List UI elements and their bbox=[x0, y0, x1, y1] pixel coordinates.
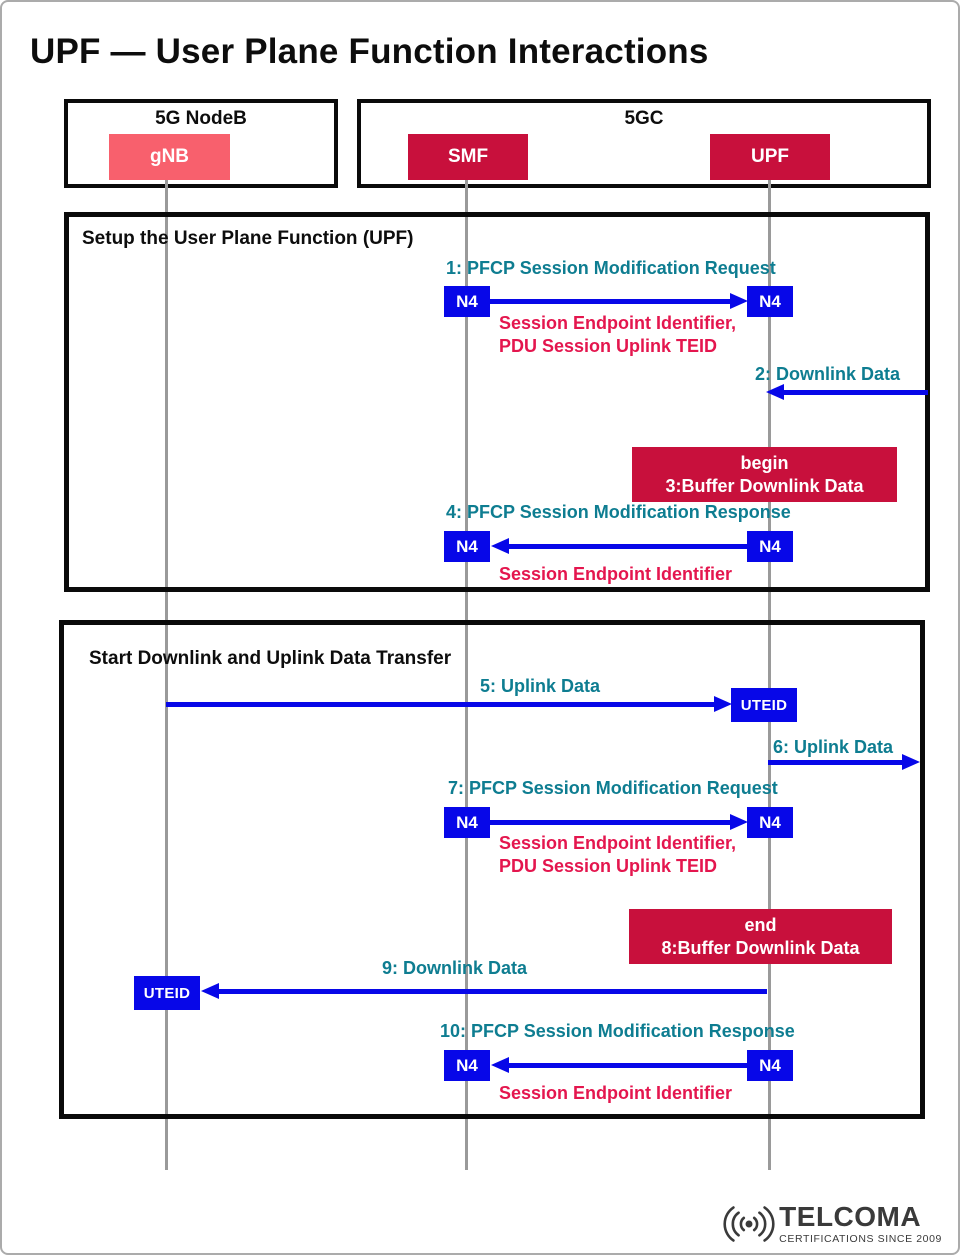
message-7-label: 7: PFCP Session Modification Request bbox=[448, 778, 778, 798]
actor-smf: SMF bbox=[408, 134, 528, 180]
message-10-arrowhead-icon bbox=[491, 1057, 509, 1073]
note-end-line1: end bbox=[744, 915, 777, 935]
note-end-line2: 8:Buffer Downlink Data bbox=[661, 937, 860, 958]
section-data-transfer bbox=[59, 620, 925, 1119]
message-9-arrowhead-icon bbox=[201, 983, 219, 999]
note-begin-buffer-downlink: begin 3:Buffer Downlink Data bbox=[632, 447, 897, 502]
radio-waves-icon bbox=[723, 1206, 775, 1242]
message-9-endpoint-uteid: UTEID bbox=[134, 976, 200, 1010]
note-begin-line1: begin bbox=[740, 453, 789, 473]
section-setup-upf bbox=[64, 212, 930, 592]
lifeline-smf bbox=[465, 180, 468, 1170]
message-7-param-line1: Session Endpoint Identifier, bbox=[499, 833, 737, 853]
message-7-param-line2: PDU Session Uplink TEID bbox=[499, 856, 718, 876]
group-label-5g-nodeb: 5G NodeB bbox=[155, 108, 247, 129]
message-9-arrow-line bbox=[218, 989, 767, 994]
message-7-arrowhead-icon bbox=[730, 814, 748, 830]
message-5-label: 5: Uplink Data bbox=[480, 676, 601, 696]
group-label-5gc: 5GC bbox=[624, 108, 664, 129]
message-10-port-smf: N4 bbox=[444, 1050, 490, 1081]
message-2-label: 2: Downlink Data bbox=[755, 364, 901, 384]
message-1-arrow-line bbox=[490, 299, 732, 304]
note-end-buffer-downlink: end 8:Buffer Downlink Data bbox=[629, 909, 892, 964]
message-1-port-smf: N4 bbox=[444, 286, 490, 317]
message-7-port-upf: N4 bbox=[747, 807, 793, 838]
message-1-arrowhead-icon bbox=[730, 293, 748, 309]
actor-gnb: gNB bbox=[109, 134, 230, 180]
message-9-label: 9: Downlink Data bbox=[382, 958, 528, 978]
message-7-arrow-line bbox=[490, 820, 732, 825]
page-title: UPF — User Plane Function Interactions bbox=[30, 32, 709, 71]
message-10-port-upf: N4 bbox=[747, 1050, 793, 1081]
message-6-label: 6: Uplink Data bbox=[773, 737, 894, 757]
message-10-label: 10: PFCP Session Modification Response bbox=[440, 1021, 795, 1041]
telcoma-logo: TELCOMA CERTIFICATIONS SINCE 2009 bbox=[723, 1198, 942, 1250]
logo-tagline-text: CERTIFICATIONS SINCE 2009 bbox=[779, 1233, 942, 1245]
message-6-arrowhead-icon bbox=[902, 754, 920, 770]
message-6-arrow-line bbox=[768, 760, 904, 765]
lifeline-gnb bbox=[165, 180, 168, 1170]
message-1-param-line1: Session Endpoint Identifier, bbox=[499, 313, 737, 333]
actor-upf: UPF bbox=[710, 134, 830, 180]
note-begin-line2: 3:Buffer Downlink Data bbox=[665, 475, 864, 496]
section-label-data-transfer: Start Downlink and Uplink Data Transfer bbox=[89, 648, 452, 669]
message-10-arrow-line bbox=[508, 1063, 747, 1068]
message-1-port-upf: N4 bbox=[747, 286, 793, 317]
message-4-param-line1: Session Endpoint Identifier bbox=[499, 564, 733, 584]
message-1-label: 1: PFCP Session Modification Request bbox=[446, 258, 776, 278]
message-2-arrow-line bbox=[782, 390, 928, 395]
message-1-param-line2: PDU Session Uplink TEID bbox=[499, 336, 718, 356]
message-4-port-smf: N4 bbox=[444, 531, 490, 562]
lifeline-upf bbox=[768, 180, 771, 1170]
message-2-arrowhead-icon bbox=[766, 384, 784, 400]
message-7-port-smf: N4 bbox=[444, 807, 490, 838]
message-4-arrow-line bbox=[508, 544, 747, 549]
message-5-arrow-line bbox=[166, 702, 716, 707]
message-4-label: 4: PFCP Session Modification Response bbox=[446, 502, 791, 522]
message-5-endpoint-uteid: UTEID bbox=[731, 688, 797, 722]
message-4-arrowhead-icon bbox=[491, 538, 509, 554]
section-label-setup-upf: Setup the User Plane Function (UPF) bbox=[82, 228, 414, 249]
message-4-port-upf: N4 bbox=[747, 531, 793, 562]
logo-brand-text: TELCOMA bbox=[779, 1201, 922, 1232]
message-5-arrowhead-icon bbox=[714, 696, 732, 712]
message-10-param-line1: Session Endpoint Identifier bbox=[499, 1083, 733, 1103]
